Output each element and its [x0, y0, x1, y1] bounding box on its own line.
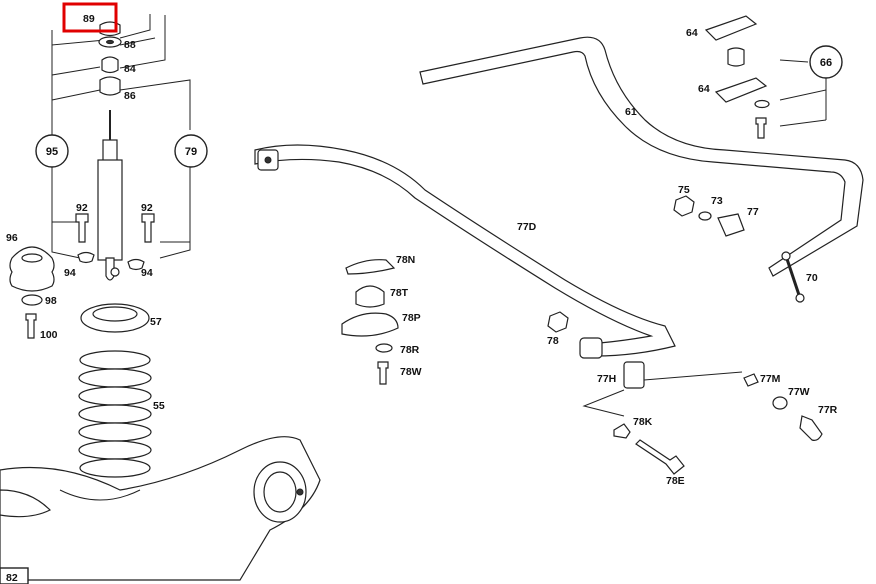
label-64-upper[interactable]: 64: [686, 27, 698, 39]
control-arm-shape: [0, 436, 321, 581]
label-86[interactable]: 86: [124, 90, 136, 102]
label-73[interactable]: 73: [711, 195, 723, 207]
label-75[interactable]: 75: [678, 184, 690, 196]
stabilizer-assembly: [254, 15, 864, 475]
label-77R[interactable]: 77R: [818, 404, 838, 416]
svg-text:79: 79: [185, 146, 197, 158]
group-circle-79[interactable]: 79: [174, 134, 208, 168]
label-94-right[interactable]: 94: [141, 267, 153, 279]
nut-78-shape: [547, 311, 569, 333]
label-92-left[interactable]: 92: [76, 202, 88, 214]
bracket-77-shape: [717, 213, 745, 237]
washer-73-shape: [698, 211, 712, 221]
bolt-77R-shape: [799, 415, 823, 441]
label-78P[interactable]: 78P: [402, 312, 421, 324]
page-number: 82: [6, 572, 18, 584]
bolt-78W-shape: [377, 361, 389, 385]
label-96[interactable]: 96: [6, 232, 18, 244]
clip-78K-shape: [613, 423, 631, 439]
label-55[interactable]: 55: [153, 400, 165, 412]
label-78N[interactable]: 78N: [396, 254, 415, 266]
label-78[interactable]: 78: [547, 335, 559, 347]
label-70[interactable]: 70: [806, 272, 818, 284]
group-circle-66[interactable]: 66: [809, 45, 843, 79]
bolt-92-left-shape: [75, 213, 89, 243]
washer-78R-shape: [375, 343, 393, 353]
highlight-box: [62, 2, 118, 33]
label-78W[interactable]: 78W: [400, 366, 422, 378]
page-number-box: 82: [0, 567, 29, 584]
bump-stop-96-shape: [9, 246, 55, 292]
label-57[interactable]: 57: [150, 316, 162, 328]
bolt-92-right-shape: [141, 213, 155, 243]
label-77H[interactable]: 77H: [597, 373, 616, 385]
nut-75-shape: [673, 195, 695, 217]
label-78K[interactable]: 78K: [633, 416, 653, 428]
label-89[interactable]: 89: [83, 13, 95, 25]
part-labels: 89 88 84 86 92 92 94 94 96 98 100 57 55 …: [6, 13, 838, 487]
label-78E[interactable]: 78E: [666, 475, 685, 487]
label-84[interactable]: 84: [124, 63, 136, 75]
clamp-78N-shape: [345, 259, 396, 275]
label-77D[interactable]: 77D: [517, 221, 537, 233]
label-78T[interactable]: 78T: [390, 287, 409, 299]
bushing-77M-shape: [743, 373, 759, 387]
bolt-100-shape: [25, 313, 37, 339]
part-84-shape: [101, 56, 119, 74]
bolt-78E-shape: [635, 439, 685, 475]
label-98[interactable]: 98: [45, 295, 57, 307]
label-77[interactable]: 77: [747, 206, 759, 218]
bushing-78T-shape: [355, 285, 385, 308]
washer-77W-shape: [772, 396, 788, 410]
nut-94-right-shape: [127, 258, 145, 271]
shock-assembly: [0, 14, 321, 581]
label-77W[interactable]: 77W: [788, 386, 810, 398]
label-61[interactable]: 61: [625, 106, 637, 118]
svg-text:95: 95: [46, 146, 58, 158]
label-88[interactable]: 88: [124, 39, 136, 51]
link-70-shape: [784, 255, 802, 299]
svg-text:66: 66: [820, 57, 832, 69]
shock-absorber-shape: [102, 139, 118, 163]
nut-94-left-shape: [77, 251, 95, 264]
label-64-lower[interactable]: 64: [698, 83, 710, 95]
part-86-shape: [99, 76, 121, 96]
group-circle-95[interactable]: 95: [35, 134, 69, 168]
washer-98-shape: [21, 294, 43, 306]
clamp-78P-shape: [341, 312, 399, 337]
bracket-64-lower-shape: [714, 77, 768, 103]
label-94-left[interactable]: 94: [64, 267, 76, 279]
bracket-77H-shape: [623, 361, 645, 389]
bracket-64-upper-shape: [704, 15, 758, 41]
label-77M[interactable]: 77M: [760, 373, 781, 385]
label-78R[interactable]: 78R: [400, 344, 420, 356]
stabilizer-bar-61-shape: [419, 36, 864, 277]
coil-spring-55-shape: [78, 350, 152, 478]
label-92-right[interactable]: 92: [141, 202, 153, 214]
label-100[interactable]: 100: [40, 329, 58, 341]
stabilizer-bar-77D-shape: [254, 144, 676, 357]
